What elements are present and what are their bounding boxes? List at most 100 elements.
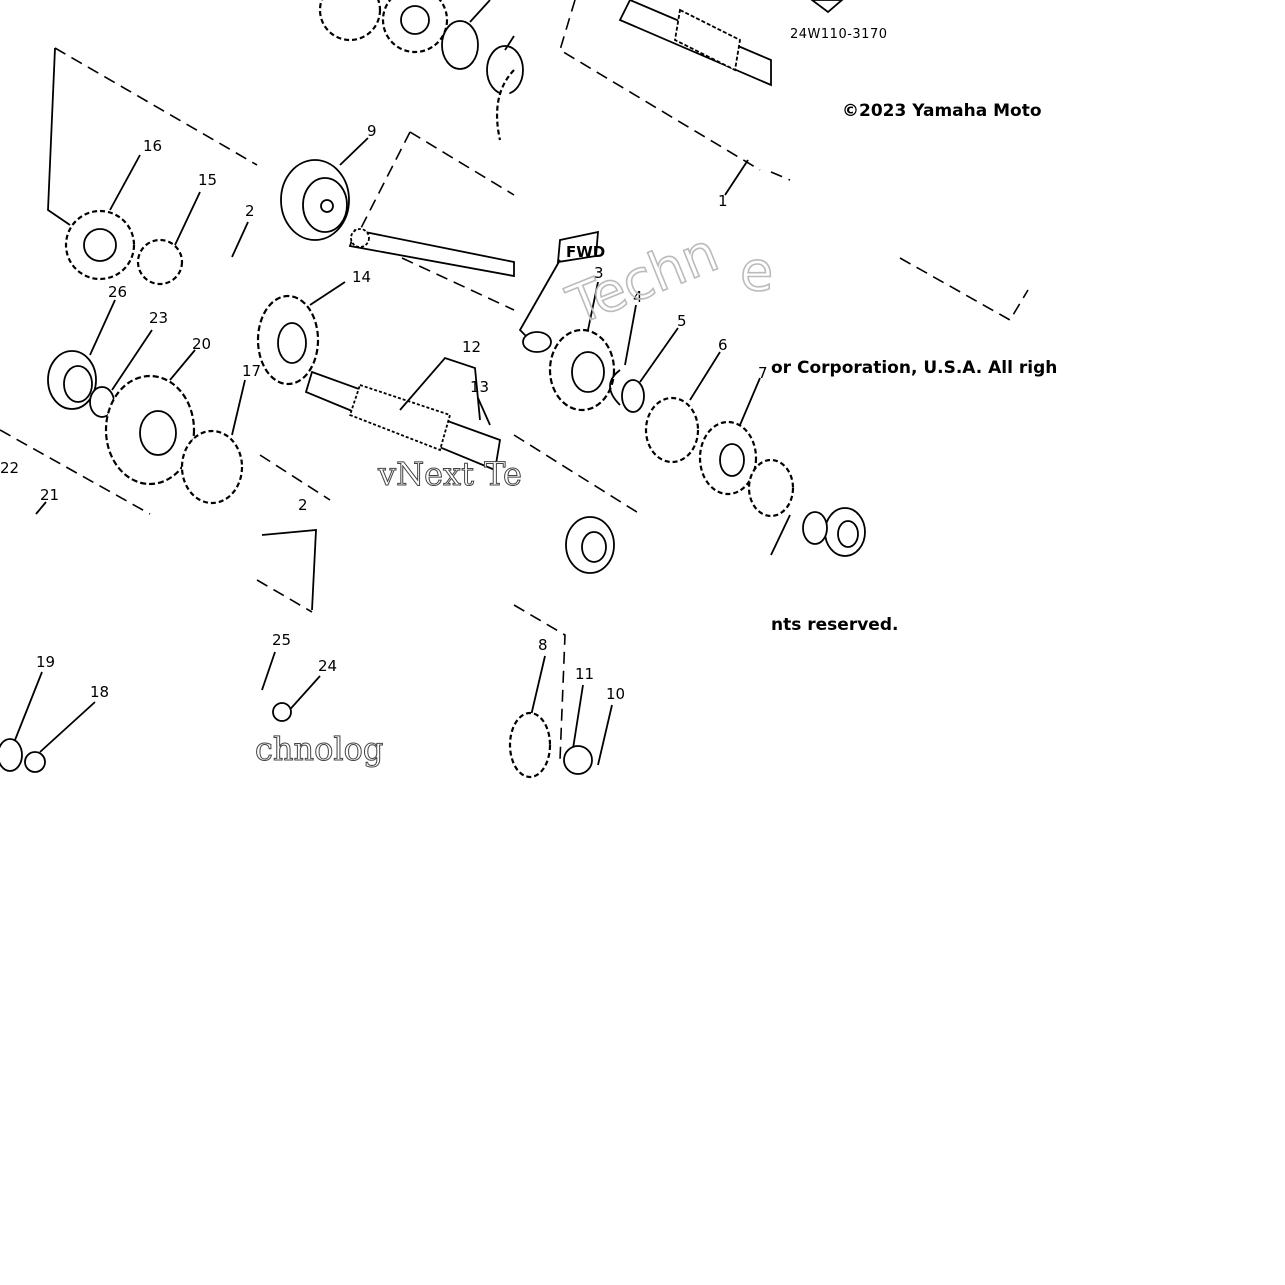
dashed-guide <box>54 47 258 166</box>
gear-3 <box>548 328 616 412</box>
copyright-line-2: or Corporation, U.S.A. All righ <box>771 358 1057 378</box>
leader-right <box>770 514 791 556</box>
leader-11 <box>571 684 584 756</box>
watermark-mid-2: chnolog <box>255 730 383 768</box>
clip-24 <box>272 702 292 722</box>
leader-8 <box>529 655 546 721</box>
tile-top-left: 16 15 2 <box>47 47 258 286</box>
leader-6 <box>689 351 721 401</box>
washer-5 <box>621 379 645 413</box>
callout-15: 15 <box>198 171 217 189</box>
callout-10: 10 <box>606 685 625 703</box>
callout-2b: 2 <box>298 496 308 514</box>
leader-9 <box>339 137 369 166</box>
bearing-right <box>802 507 866 557</box>
bracket-line <box>47 47 71 226</box>
leader-25 <box>261 651 276 691</box>
watermark-partial: e <box>740 240 773 303</box>
gear-edge <box>747 458 795 518</box>
callout-12: 12 <box>462 338 481 356</box>
leader-26 <box>89 299 116 356</box>
callout-24: 24 <box>318 657 337 675</box>
leader-18 <box>39 701 96 753</box>
copyright-line-1: ©2023 Yamaha Moto <box>842 101 1042 121</box>
callout-3: 3 <box>594 264 604 282</box>
callout-18: 18 <box>90 683 109 701</box>
leader-23 <box>111 329 153 391</box>
dashed-guide <box>256 579 313 613</box>
shaft-end <box>522 331 552 353</box>
leader-2 <box>231 221 249 258</box>
callout-4: 4 <box>633 288 643 306</box>
leader-14 <box>309 281 346 306</box>
tile-lower-right: 8 11 10 <box>508 516 625 779</box>
dashed-guide <box>359 131 411 231</box>
washer-19 <box>0 738 23 772</box>
watermark-left: vNext Te <box>377 455 522 493</box>
gear-20 <box>104 374 196 486</box>
callout-2: 2 <box>245 202 255 220</box>
callout-16: 16 <box>143 137 162 155</box>
gear-15 <box>136 238 184 286</box>
dashed-bracket <box>899 257 1029 322</box>
dashed-guide <box>0 429 151 515</box>
tile-lower-far: nts reserved. <box>770 507 898 635</box>
arrow-shape <box>810 0 844 14</box>
dashed-guide <box>513 434 641 515</box>
tile-top-far: 24W110-3170 ©2023 Yamaha Moto <box>770 0 1042 181</box>
callout-17: 17 <box>242 362 261 380</box>
leader-15 <box>174 191 201 246</box>
part-code: 24W110-3170 <box>790 27 887 42</box>
leader-3 <box>587 281 599 331</box>
dashed-guide <box>259 454 331 501</box>
fwd-arrow-box <box>556 230 599 264</box>
gear-14 <box>256 294 320 386</box>
copyright-line-3: nts reserved. <box>771 615 898 635</box>
gear-top-cluster <box>318 0 524 95</box>
callout-14: 14 <box>352 268 371 286</box>
leader-top-a <box>469 0 491 23</box>
leader-1 <box>724 159 749 196</box>
callout-19: 19 <box>36 653 55 671</box>
tile-lower-mid: 2 25 24 chnolog <box>255 496 384 769</box>
tile-mid-far: or Corporation, U.S.A. All righ <box>771 257 1057 378</box>
callout-7: 7 <box>758 364 768 382</box>
fwd-label: FWD <box>566 243 605 261</box>
callout-22: 22 <box>0 459 19 477</box>
callout-13: 13 <box>470 378 489 396</box>
fwd-leader <box>518 259 561 341</box>
gear-16 <box>64 209 136 281</box>
shaft-input <box>348 228 515 278</box>
gear-7 <box>698 420 758 496</box>
dashed-guide <box>409 131 515 196</box>
leader-19 <box>14 671 43 741</box>
callout-8: 8 <box>538 636 548 654</box>
callout-11: 11 <box>575 665 594 683</box>
dashed-bracket <box>513 604 566 761</box>
washer-11 <box>563 745 593 775</box>
callout-20: 20 <box>192 335 211 353</box>
bracket-line <box>261 529 317 611</box>
tile-mid-mid: 14 12 13 vNext Te <box>256 257 522 501</box>
clip-4 <box>609 369 621 406</box>
leader-17 <box>231 379 246 436</box>
gear-8 <box>508 711 552 779</box>
dashed-guide <box>401 257 515 311</box>
tile-top-right: 1 e <box>559 0 774 304</box>
callout-26: 26 <box>108 283 127 301</box>
gear-6 <box>644 396 700 464</box>
callout-6: 6 <box>718 336 728 354</box>
leader-20 <box>169 349 196 381</box>
leader-13 <box>477 397 491 426</box>
callout-21: 21 <box>40 486 59 504</box>
bearing-26 <box>47 350 97 410</box>
leader-5 <box>639 327 679 383</box>
callout-5: 5 <box>677 312 687 330</box>
bearing-lower <box>565 516 615 574</box>
shaft-12 <box>304 370 502 472</box>
leader-12 <box>399 356 481 421</box>
leader-top-b <box>504 35 515 51</box>
callout-1: 1 <box>718 192 728 210</box>
